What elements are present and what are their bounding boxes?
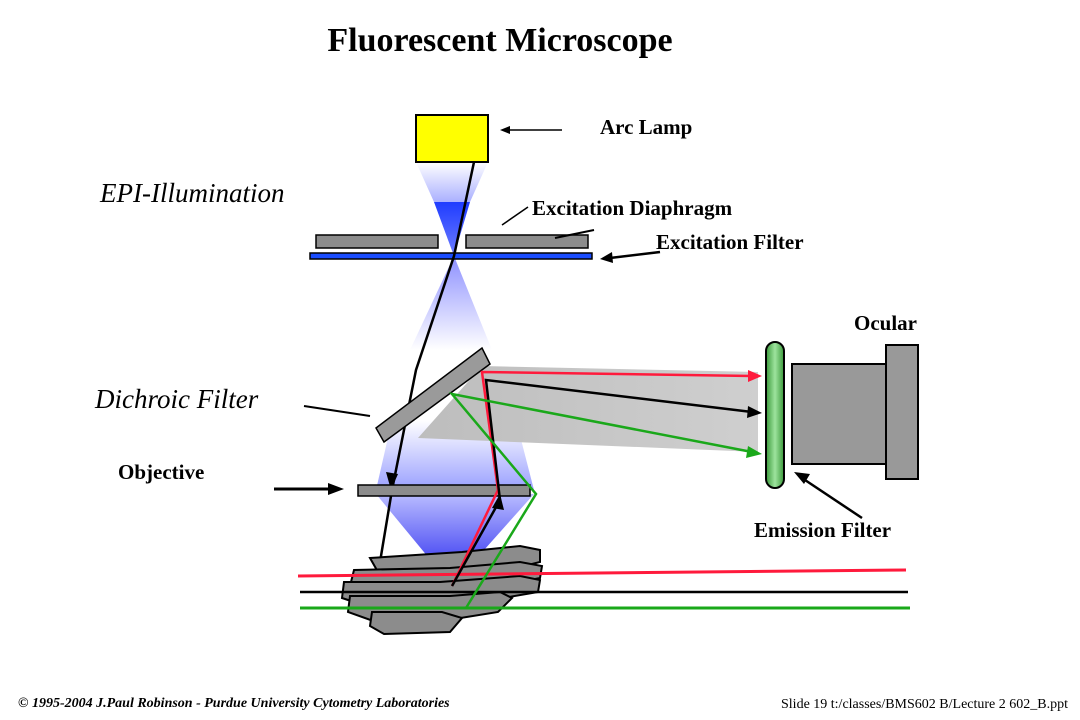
excitation-diaphragm-label: Excitation Diaphragm <box>532 196 733 220</box>
objective-label: Objective <box>118 460 205 484</box>
arc-lamp-label: Arc Lamp <box>600 115 693 139</box>
excitation-filter-arrowhead <box>600 252 613 263</box>
arc-lamp <box>415 114 489 163</box>
excitation-filter-arrow <box>609 250 661 260</box>
red-emission-ray <box>450 370 753 587</box>
emission-beam <box>418 366 758 452</box>
ocular-body <box>791 363 887 465</box>
footer-copyright: © 1995-2004 J.Paul Robinson - Purdue Uni… <box>18 696 450 711</box>
objective-cone <box>376 494 534 586</box>
page-title: Fluorescent Microscope <box>327 22 673 59</box>
black-emission-ray <box>450 378 753 587</box>
diaphragm-label-pointer <box>501 206 529 226</box>
emission-filter-label: Emission Filter <box>754 518 892 542</box>
ocular-label: Ocular <box>854 311 917 335</box>
objective-arrowhead <box>328 483 344 495</box>
arc-lamp-arrowhead <box>500 126 510 134</box>
emission-filter <box>765 341 785 489</box>
specimen-slide-5 <box>368 611 464 636</box>
ocular-eyepiece <box>885 344 919 480</box>
emission-filter-arrowhead <box>794 472 810 484</box>
excitation-ray-arrowhead <box>386 472 398 490</box>
dichroic-filter <box>375 346 491 444</box>
objective-lens <box>357 484 531 497</box>
diaphragm-pointer <box>554 229 595 239</box>
objective-return-arrowhead <box>492 494 504 510</box>
diaphragm-right <box>465 234 589 249</box>
excitation-filter-label: Excitation Filter <box>656 230 804 254</box>
epi-illumination-label: EPI-Illumination <box>100 178 285 208</box>
focusing-cone <box>434 202 470 256</box>
black-arrowhead <box>747 406 762 418</box>
lamp-beam <box>416 162 488 202</box>
dichroic-pointer <box>303 405 371 417</box>
footer-slide-info: Slide 19 t:/classes/BMS602 B/Lecture 2 6… <box>781 697 1068 712</box>
excitation-filter <box>309 252 593 260</box>
dichroic-filter-label: Dichroic Filter <box>95 384 259 414</box>
red-arrowhead <box>748 370 762 382</box>
green-emission-ray <box>448 392 753 609</box>
red-line <box>297 568 907 578</box>
diaphragm-left <box>315 234 439 249</box>
green-arrowhead <box>746 446 762 458</box>
diverging-cone <box>410 256 492 350</box>
emission-filter-arrow <box>801 476 863 520</box>
